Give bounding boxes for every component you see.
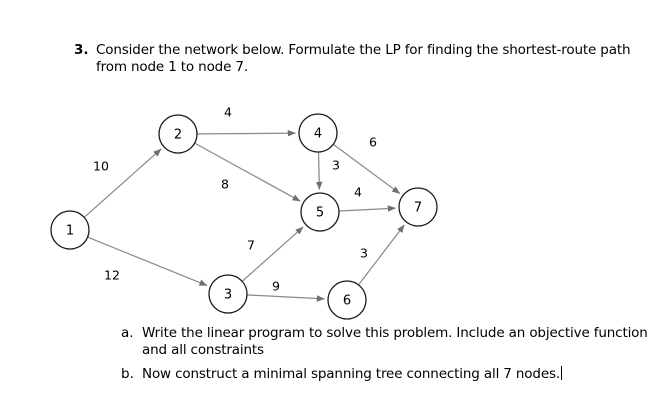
edge-weight-5-7: 4 [354,185,362,200]
edge-weight-6-7: 3 [360,246,368,261]
edge-weight-4-7: 6 [369,135,377,150]
edge-weight-1-3: 12 [104,268,120,283]
node-label-5: 5 [316,206,324,221]
node-circle-3 [208,274,248,314]
edge-weight-2-4: 4 [224,105,232,120]
node-label-4: 4 [314,127,322,142]
node-circle-5 [300,192,340,232]
question-3: 3. Consider the network below. Formulate… [74,42,654,76]
question-number: 3. [74,42,89,58]
node-circle-7 [398,187,438,227]
text-cursor [561,366,563,380]
node-label-2: 2 [174,128,182,143]
edge-3-to-6 [247,294,325,302]
edge-3-to-5 [242,226,304,282]
node-circle-4 [298,113,338,153]
node-label-3: 3 [224,288,232,303]
edge-5-to-7 [339,205,396,212]
node-label-7: 7 [414,201,422,216]
subpart-b: b. Now construct a minimal spanning tree… [121,366,661,383]
edge-1-to-3 [87,236,208,287]
edge-4-to-7 [333,144,401,195]
subpart-a-letter: a. [121,325,134,341]
subpart-b-letter: b. [121,366,134,382]
edge-weight-1-2: 10 [93,159,109,174]
node-circle-1 [50,210,90,250]
node-3: 3 [208,274,248,314]
edge-weight-3-6: 9 [272,279,280,294]
node-1: 1 [50,210,90,250]
node-5: 5 [300,192,340,232]
node-circle-6 [327,280,367,320]
edge-weight-3-5: 7 [247,238,255,253]
subpart-a-text: Write the linear program to solve this p… [142,325,648,358]
node-7: 7 [398,187,438,227]
subpart-a: a. Write the linear program to solve thi… [121,325,661,359]
subpart-b-label: Now construct a minimal spanning tree co… [142,366,561,382]
edge-2-to-4 [197,129,296,137]
node-2: 2 [158,114,198,154]
node-4: 4 [298,113,338,153]
node-circle-2 [158,114,198,154]
node-label-6: 6 [343,294,351,309]
node-label-1: 1 [66,224,74,239]
edge-4-to-5 [315,152,323,190]
edge-weight-2-5: 8 [221,177,229,192]
edge-1-to-2 [84,148,162,218]
subpart-b-text: Now construct a minimal spanning tree co… [142,366,563,383]
question-text: Consider the network below. Formulate th… [96,42,631,75]
edge-weight-4-5: 3 [332,158,340,173]
node-6: 6 [327,280,367,320]
edges-layer [84,129,405,302]
edge-6-to-7 [358,224,405,285]
edge-2-to-5 [194,142,301,202]
